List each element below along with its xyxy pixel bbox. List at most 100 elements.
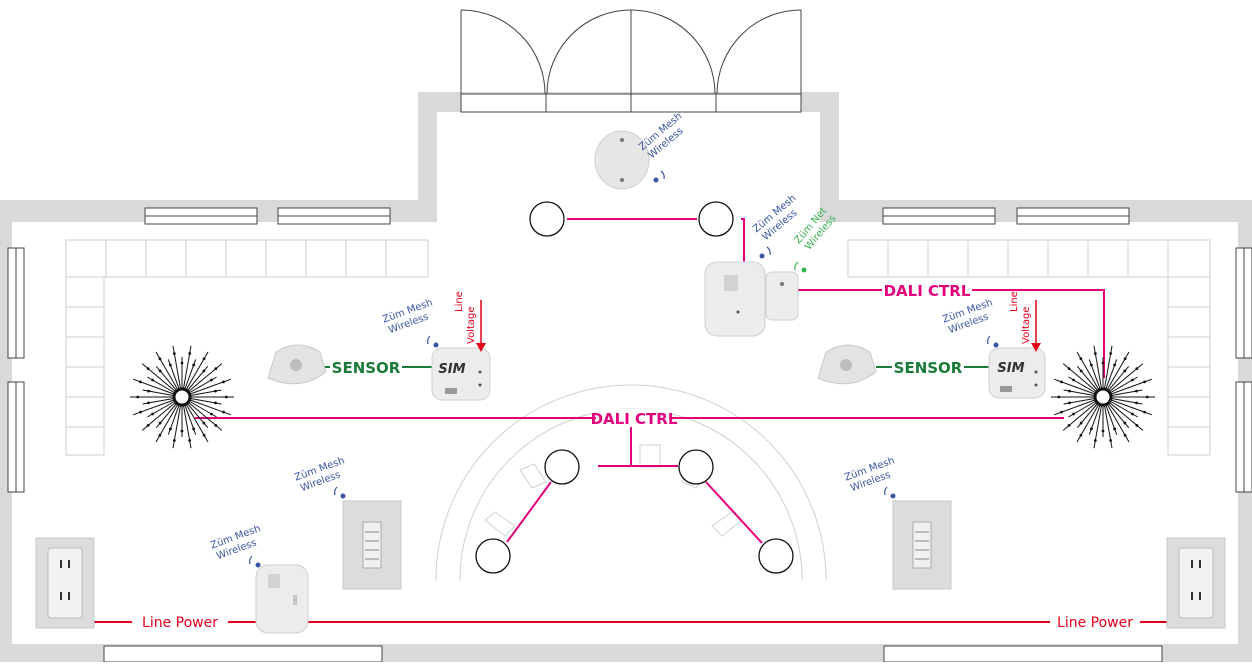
chandelier-core bbox=[172, 387, 192, 407]
chandelier-bulb bbox=[1089, 427, 1093, 431]
chandelier-bulb bbox=[202, 433, 206, 437]
chandelier-bulb bbox=[1079, 369, 1083, 373]
chandelier-bulb bbox=[1109, 352, 1113, 355]
mesh-wireless-plug-in: Züm Mesh Wireless bbox=[209, 523, 262, 562]
line-voltage-right: Line Voltage bbox=[1009, 291, 1041, 352]
chandelier-bulb bbox=[1079, 421, 1083, 425]
chandelier-bulb bbox=[180, 361, 184, 365]
chandelier-bulb bbox=[1131, 378, 1134, 382]
shelving bbox=[65, 239, 1211, 456]
downlight-icon bbox=[544, 449, 580, 485]
sim-label-left: SIM bbox=[438, 362, 465, 377]
line-voltage-line1: Line bbox=[1009, 291, 1020, 312]
line-voltage-left: Line Voltage bbox=[454, 291, 486, 352]
chandelier-bulb bbox=[158, 369, 162, 373]
sensor-label-right: SENSOR bbox=[894, 359, 963, 377]
chandelier-bulb bbox=[1089, 363, 1093, 367]
mesh-wireless-sim-right: Züm Mesh Wireless bbox=[941, 297, 994, 336]
sim-label-right: SIM bbox=[997, 361, 1024, 376]
wireless-signal-icon bbox=[884, 486, 896, 499]
downlight-icon bbox=[678, 449, 714, 485]
entrance-doors bbox=[460, 9, 802, 113]
mesh-wireless-keypad-left: Züm Mesh Wireless bbox=[293, 455, 346, 494]
windows bbox=[7, 207, 1252, 663]
sim-module-right: SIM bbox=[988, 347, 1046, 399]
chandelier-bulb bbox=[146, 367, 150, 370]
wireless-signal-icon bbox=[427, 335, 439, 348]
chandelier-bulb bbox=[202, 369, 206, 373]
chandelier-bulb bbox=[1068, 401, 1071, 405]
chandelier-bulb bbox=[224, 395, 228, 399]
chandelier-bulb bbox=[1145, 395, 1149, 399]
chandelier-bulb bbox=[1109, 439, 1113, 442]
chandelier-bulb bbox=[136, 395, 140, 399]
chandelier-bulb bbox=[1060, 380, 1063, 384]
chandelier-bulb bbox=[139, 380, 142, 384]
chandelier-bulb bbox=[158, 421, 162, 425]
chandelier-bulb bbox=[1057, 395, 1061, 399]
dali-ctrl-label-center: DALI CTRL bbox=[591, 410, 678, 428]
chandelier-bulb bbox=[147, 389, 150, 393]
chandelier-bulb bbox=[1067, 367, 1071, 370]
line-voltage-line2: Voltage bbox=[466, 306, 477, 344]
downlight-icon bbox=[475, 538, 511, 574]
chandelier-bulb bbox=[210, 378, 213, 382]
mesh-wireless-keypad-right: Züm Mesh Wireless bbox=[843, 455, 896, 494]
chandelier-bulb bbox=[1123, 433, 1127, 437]
chandelier-bulb bbox=[180, 429, 184, 433]
wireless-signal-icon bbox=[794, 261, 807, 273]
chandelier-bulb bbox=[214, 401, 217, 405]
downlight-icon bbox=[758, 538, 794, 574]
downlight-icon bbox=[529, 201, 565, 237]
chandelier-bulb bbox=[151, 412, 154, 416]
chandelier-bulb bbox=[1143, 410, 1146, 414]
chandelier-bulb bbox=[1072, 412, 1075, 416]
chandelier-bulb bbox=[1060, 410, 1063, 414]
chandelier-bulb bbox=[1093, 439, 1097, 442]
occupancy-sensor-right-icon bbox=[817, 344, 877, 385]
chandelier-bulb bbox=[172, 352, 176, 355]
chandelier-bulb bbox=[1072, 378, 1075, 382]
chandelier-bulb bbox=[1068, 389, 1071, 393]
wireless-signal-icon bbox=[759, 246, 771, 259]
line-power-label-right: Line Power bbox=[1057, 615, 1133, 631]
chandelier-left-icon bbox=[130, 345, 234, 449]
chandelier-bulb bbox=[147, 401, 150, 405]
chandelier-bulb bbox=[210, 412, 213, 416]
chandelier-bulb bbox=[146, 424, 150, 427]
chandelier-bulb bbox=[1135, 424, 1139, 427]
chandelier-bulb bbox=[1113, 427, 1117, 431]
wireless-signal-icon bbox=[334, 486, 346, 499]
sensor-label-left: SENSOR bbox=[332, 359, 401, 377]
chandelier-bulb bbox=[1123, 357, 1127, 361]
chandelier-bulb bbox=[1079, 357, 1083, 361]
downlight-icon bbox=[698, 201, 734, 237]
chandelier-core bbox=[1093, 387, 1113, 407]
mesh-wireless-sim-left: Züm Mesh Wireless bbox=[381, 297, 434, 336]
chandelier-bulb bbox=[1143, 380, 1146, 384]
chandelier-bulb bbox=[1123, 421, 1127, 425]
chandelier-bulb bbox=[168, 363, 172, 367]
wireless-signal-icon bbox=[987, 335, 999, 348]
chandelier-bulb bbox=[1101, 361, 1105, 365]
wall-keypad-left-icon bbox=[342, 500, 402, 590]
downlights bbox=[475, 201, 794, 574]
sim-module-left: SIM bbox=[431, 347, 491, 401]
chandelier-bulb bbox=[188, 439, 192, 442]
room-controller-icon bbox=[704, 261, 766, 337]
chandelier-bulb bbox=[192, 363, 196, 367]
chandelier-bulb bbox=[188, 352, 192, 355]
ceiling-sensor-icon bbox=[594, 130, 650, 190]
power-outlet-left-icon bbox=[35, 537, 95, 629]
net-bridge-icon bbox=[765, 271, 799, 321]
power-outlet-right-icon bbox=[1166, 537, 1226, 629]
chandelier-bulb bbox=[1093, 352, 1097, 355]
chandelier-bulb bbox=[1079, 433, 1083, 437]
chandelier-bulb bbox=[214, 367, 218, 370]
chandelier-bulb bbox=[158, 357, 162, 361]
chandelier-right-icon bbox=[1051, 345, 1155, 449]
chandelier-bulb bbox=[202, 421, 206, 425]
chandelier-bulb bbox=[1123, 369, 1127, 373]
chandelier-bulb bbox=[192, 427, 196, 431]
